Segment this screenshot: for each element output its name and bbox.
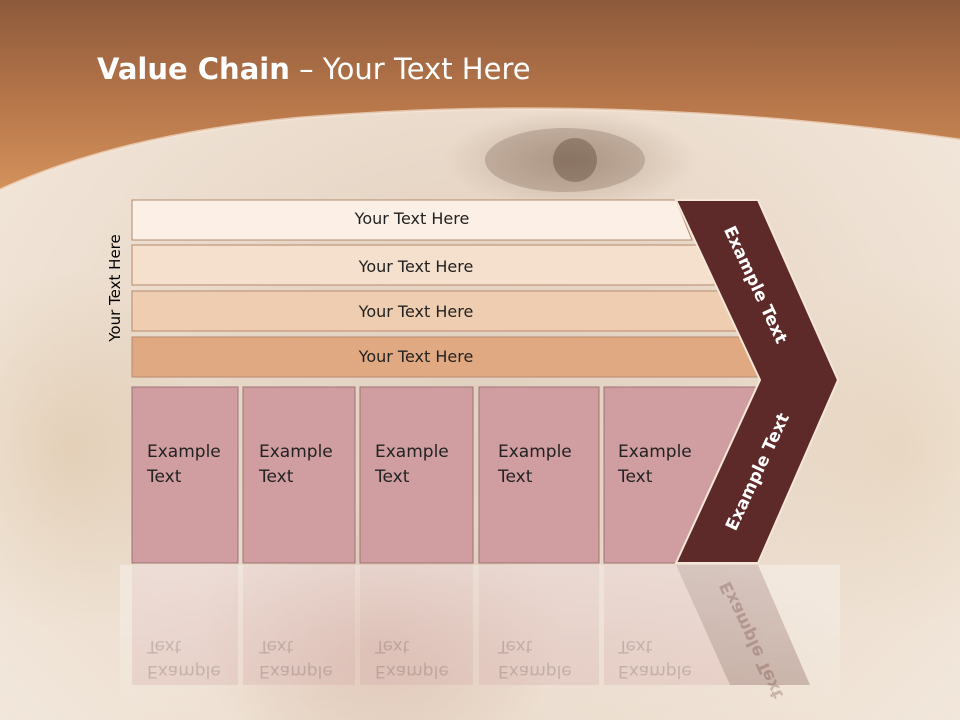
column-2-reflection-text: Example Text [259, 633, 359, 683]
column-2-reflection-line-2: Text [259, 636, 294, 656]
column-1-reflection-line-1: Example [147, 661, 221, 681]
title-bold: Value Chain [97, 52, 290, 86]
column-1-text: Example Text [147, 440, 247, 490]
column-3-reflection-line-2: Text [375, 636, 410, 656]
column-1 [131, 386, 239, 564]
column-5-reflection-text: Example Text [618, 633, 718, 683]
column-3-text: Example Text [375, 440, 475, 490]
column-2-line-2: Text [259, 467, 294, 487]
column-1-line-2: Text [147, 467, 182, 487]
column-2-line-1: Example [259, 442, 333, 462]
column-4-line-2: Text [498, 467, 533, 487]
column-5-line-1: Example [618, 442, 692, 462]
column-3-line-2: Text [375, 467, 410, 487]
eye-shape [485, 128, 645, 192]
column-5-reflection-line-2: Text [618, 636, 653, 656]
column-4 [478, 386, 600, 564]
column-2 [242, 386, 356, 564]
header-curve-highlight [0, 107, 960, 192]
reflection-fade [120, 565, 840, 720]
column-3 [359, 386, 474, 564]
title-rest: – Your Text Here [289, 52, 531, 86]
bar-1-text: Your Text Here [354, 209, 470, 228]
column-2-text: Example Text [259, 440, 359, 490]
column-5-line-2: Text [618, 467, 653, 487]
column-5-text: Example Text [618, 440, 718, 490]
slide-title: Value Chain – Your Text Here [97, 52, 531, 86]
column-3-line-1: Example [375, 442, 449, 462]
column-1-line-1: Example [147, 442, 221, 462]
side-label: Your Text Here [106, 234, 124, 342]
column-3-reflection-text: Example Text [375, 633, 475, 683]
column-4-text: Example Text [498, 440, 598, 490]
chevron-arrow [674, 199, 840, 564]
column-3-reflection-line-1: Example [375, 661, 449, 681]
column-2-reflection-line-1: Example [259, 661, 333, 681]
column-1-reflection-text: Example Text [147, 633, 247, 683]
column-4-line-1: Example [498, 442, 572, 462]
eye-iris [553, 138, 597, 182]
bar-3-text: Your Text Here [358, 302, 474, 321]
bar-1 [131, 199, 693, 241]
column-4-reflection-line-2: Text [498, 636, 533, 656]
column-4-reflection-text: Example Text [498, 633, 598, 683]
bar-2-text: Your Text Here [358, 257, 474, 276]
bar-4-text: Your Text Here [358, 347, 474, 366]
column-5-reflection-line-1: Example [618, 661, 692, 681]
column-1-reflection-line-2: Text [147, 636, 182, 656]
header-band [0, 0, 960, 190]
column-4-reflection-line-1: Example [498, 661, 572, 681]
